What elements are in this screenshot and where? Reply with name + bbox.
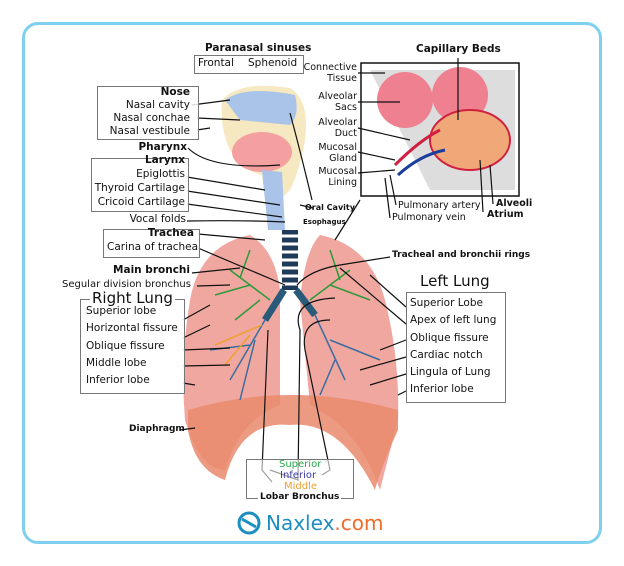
connective-line2: Tissue [327,73,357,84]
left-lung-box [406,292,506,403]
right-superior-lobe-label: Superior lobe [86,305,157,317]
right-lung-box [80,299,185,394]
sacs-line1: Alveolar [318,91,357,102]
trachea-label: Trachea [147,227,194,239]
atrium-label: Atrium [487,209,524,220]
middle-lobe-label: Middle lobe [86,357,147,369]
nose-box [97,86,199,140]
trachea-box [103,229,200,258]
oral-cavity-label: Oral Cavity [305,203,355,212]
nasal-cavity-label: Nasal cavity [125,99,190,111]
main-bronchi-label: Main bronchi [113,264,190,276]
horizontal-fissure-label: Horizontal fissure [86,322,178,334]
thyroid-cartilage-label: Thyroid Cartilage [94,182,185,194]
alveoli-label: Alveoli [496,198,533,209]
paranasal-box [194,55,304,74]
left-lung-title: Left Lung [420,272,490,290]
lining-line2: Lining [328,177,357,188]
nose-label: Nose [160,86,190,98]
left-superior-lobe-label: Superior Lobe [410,297,483,309]
connective-line1: Connective [303,62,357,73]
right-lung-title: Right Lung [90,289,175,307]
cardiac-notch-label: Cardiac notch [410,349,483,361]
right-inferior-lobe-label: Inferior lobe [86,374,150,386]
naxlex-logo[interactable]: Naxlex.com [236,510,383,536]
gland-line2: Gland [329,153,357,164]
logo-name: Naxlex [266,511,335,535]
gland-line1: Mucosal [318,142,357,153]
logo-tld: com [340,511,384,535]
nasal-conchae-label: Nasal conchae [113,112,190,124]
lobar-middle-label: Middle [284,481,318,492]
larynx-box [91,158,189,212]
naxlex-logo-icon [237,511,261,535]
larynx-label: Larynx [144,154,185,166]
nasal-vestibule-label: Nasal vestibule [109,125,190,137]
right-oblique-fissure-label: Oblique fissure [86,340,165,352]
pharynx-label: Pharynx [138,141,187,153]
lobar-inferior-label: Inferior [280,470,317,481]
vocal-folds-label: Vocal folds [129,213,186,225]
lobar-bronchus-label: Lobar Bronchus [258,491,342,504]
duct-line2: Duct [334,128,357,139]
capillary-beds-label: Capillary Beds [416,43,501,55]
diagram-frame [22,22,602,544]
cricoid-cartilage-label: Cricoid Cartilage [97,196,185,208]
pulmonary-vein-label: Pulmonary vein [392,212,466,223]
logo-dot: . [334,511,341,535]
segular-division-label: Segular division bronchus [62,279,191,290]
sacs-line2: Sacs [334,102,357,113]
lining-line1: Mucosal [318,166,357,177]
pulmonary-artery-label: Pulmonary artery [398,200,481,211]
diaphragm-shape [188,395,398,490]
sphenoid-label: Sphenoid [248,57,298,69]
left-oblique-fissure-label: Oblique fissure [410,332,489,344]
diaphragm-label: Diaphragm [129,424,185,434]
apex-left-lung-label: Apex of left lung [410,314,497,326]
lingula-label: Lingula of Lung [410,366,491,378]
lobar-superior-label: Superior [279,459,322,470]
frontal-label: Frontal [198,57,234,69]
epiglottis-label: Epiglottis [136,168,185,180]
tracheal-rings-label: Tracheal and bronchii rings [392,250,531,260]
carina-label: Carina of trachea [107,241,199,253]
paranasal-sinuses-label: Paranasal sinuses [205,42,312,54]
logo-text: Naxlex.com [266,511,383,535]
duct-line1: Alveolar [318,117,357,128]
left-inferior-lobe-label: Inferior lobe [410,383,474,395]
esophagus-label: Esophagus [303,218,346,226]
